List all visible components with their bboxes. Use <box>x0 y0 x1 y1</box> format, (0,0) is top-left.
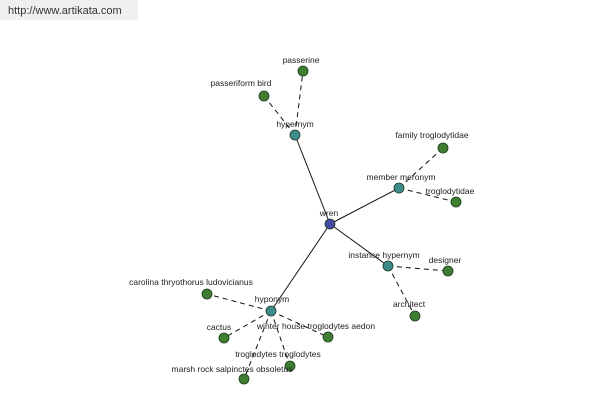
node-family-troglodytidae[interactable]: family troglodytidae <box>395 130 469 154</box>
graph-edges <box>206 70 457 380</box>
edge-hyponym-cactus <box>223 310 272 339</box>
node-passeriform-bird[interactable]: passeriform bird <box>211 78 272 102</box>
node-marsh-rock[interactable]: marsh rock salpinctes obsoletus <box>172 364 293 385</box>
node-wren[interactable]: wren <box>319 208 339 230</box>
node-instance-hypernym[interactable]: instance hypernym <box>348 250 420 272</box>
node-label-designer: designer <box>429 255 462 265</box>
node-designer[interactable]: designer <box>429 255 462 277</box>
edge-hyponym-troglodytes-troglodytes <box>270 310 291 367</box>
node-dot-passeriform-bird[interactable] <box>258 90 270 102</box>
node-dot-member-meronym[interactable] <box>393 182 405 194</box>
node-hypernym[interactable]: hypernym <box>276 119 314 141</box>
edge-hypernym-passerine <box>294 70 304 136</box>
node-label-passerine: passerine <box>283 55 320 65</box>
node-label-winter-house: winter house troglodytes aedon <box>256 321 375 331</box>
node-dot-troglodytidae[interactable] <box>450 196 462 208</box>
edge-wren-member-meronym <box>329 187 400 225</box>
node-passerine[interactable]: passerine <box>283 55 320 77</box>
edge-member-meronym-troglodytidae <box>398 187 457 203</box>
edge-hyponym-carolina-thryothorus <box>206 293 272 312</box>
node-label-member-meronym: member meronym <box>367 172 436 182</box>
node-dot-designer[interactable] <box>442 265 454 277</box>
node-dot-marsh-rock[interactable] <box>238 373 250 385</box>
node-label-carolina-thryothorus: carolina thryothorus ludovicianus <box>129 277 253 287</box>
node-label-marsh-rock: marsh rock salpinctes obsoletus <box>172 364 293 374</box>
edge-instance-hypernym-architect <box>387 265 416 317</box>
node-member-meronym[interactable]: member meronym <box>367 172 436 194</box>
node-label-family-troglodytidae: family troglodytidae <box>395 130 469 140</box>
edge-instance-hypernym-designer <box>387 265 449 272</box>
node-hyponym[interactable]: hyponym <box>255 294 290 317</box>
node-architect[interactable]: architect <box>393 299 426 322</box>
node-label-wren: wren <box>319 208 339 218</box>
node-label-architect: architect <box>393 299 426 309</box>
node-label-troglodytes-troglodytes: troglodytes troglodytes <box>235 349 321 359</box>
edge-member-meronym-family-troglodytidae <box>398 147 444 189</box>
node-winter-house[interactable]: winter house troglodytes aedon <box>256 321 375 343</box>
node-troglodytidae[interactable]: troglodytidae <box>426 186 475 208</box>
node-label-hyponym: hyponym <box>255 294 290 304</box>
node-dot-hypernym[interactable] <box>289 129 301 141</box>
node-dot-hyponym[interactable] <box>265 305 277 317</box>
node-dot-wren[interactable] <box>324 218 336 230</box>
node-carolina-thryothorus[interactable]: carolina thryothorus ludovicianus <box>129 277 253 300</box>
node-dot-passerine[interactable] <box>297 65 309 77</box>
node-label-passeriform-bird: passeriform bird <box>211 78 272 88</box>
edge-wren-hyponym <box>270 223 331 312</box>
node-troglodytes-troglodytes[interactable]: troglodytes troglodytes <box>235 349 321 372</box>
node-dot-instance-hypernym[interactable] <box>382 260 394 272</box>
node-dot-carolina-thryothorus[interactable] <box>201 288 213 300</box>
node-label-troglodytidae: troglodytidae <box>426 186 475 196</box>
edge-hypernym-passeriform-bird <box>263 95 296 136</box>
edge-hyponym-marsh-rock <box>243 310 272 380</box>
node-dot-troglodytes-troglodytes[interactable] <box>284 360 296 372</box>
node-dot-cactus[interactable] <box>218 332 230 344</box>
edge-wren-instance-hypernym <box>329 223 389 267</box>
node-cactus[interactable]: cactus <box>207 322 232 344</box>
edge-wren-hypernym <box>294 134 331 225</box>
source-url-text[interactable]: http://www.artikata.com <box>8 5 122 17</box>
edge-hyponym-winter-house <box>270 310 329 338</box>
node-dot-architect[interactable] <box>409 310 421 322</box>
node-label-instance-hypernym: instance hypernym <box>348 250 419 260</box>
node-label-hypernym: hypernym <box>276 119 313 129</box>
source-url-banner: http://www.artikata.com <box>0 0 138 20</box>
node-label-cactus: cactus <box>207 322 232 332</box>
node-dot-winter-house[interactable] <box>322 331 334 343</box>
graph-nodes: passerine passeriform bird family troglody… <box>129 55 475 385</box>
node-dot-family-troglodytidae[interactable] <box>437 142 449 154</box>
